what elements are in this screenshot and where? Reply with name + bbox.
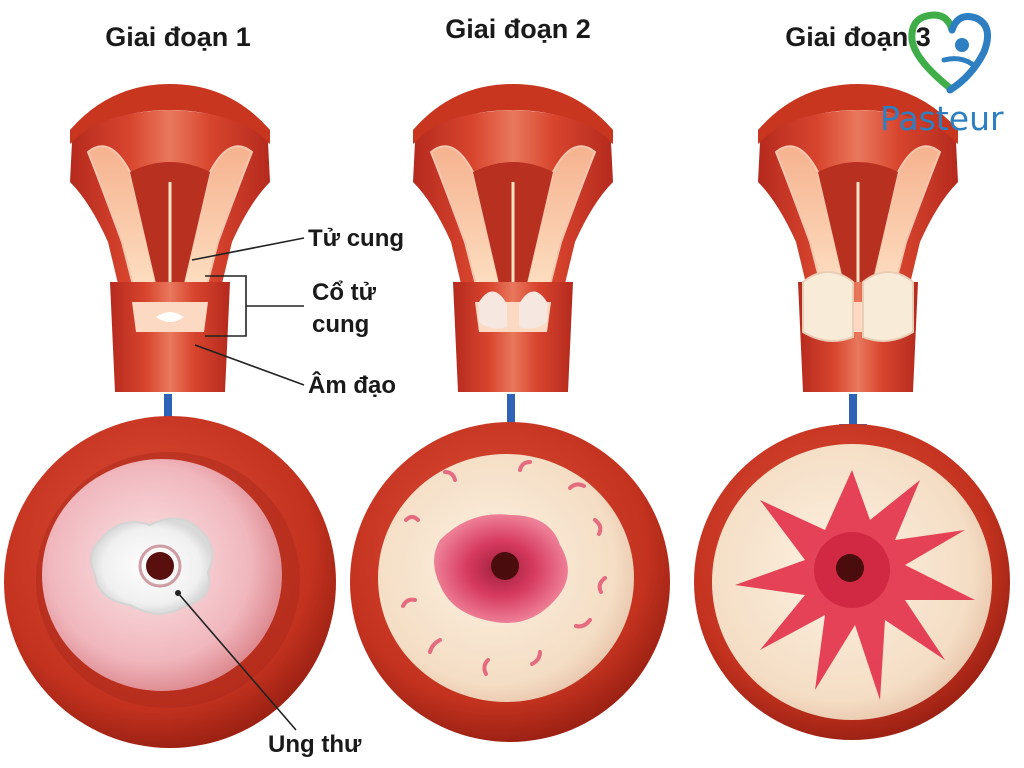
stage-1-title: Giai đoạn 1: [105, 22, 251, 52]
heart-logo-icon: [908, 11, 956, 92]
stage-2-cross-section: [350, 422, 670, 742]
stage-2-os: [491, 552, 519, 580]
stage-1-cross-section: [4, 416, 336, 748]
uterus-label: Tử cung: [308, 225, 404, 252]
stage-2-uterus: [411, 82, 615, 394]
cancer-callout: Ung thư: [175, 590, 362, 758]
stage-3-cross-section: [694, 424, 1010, 740]
stage-1-os: [146, 552, 174, 580]
stage-3-title: Giai đoạn 3: [785, 22, 931, 52]
cervix-label-line2: cung: [312, 311, 369, 338]
vagina-callout: Âm đạo: [194, 344, 396, 399]
stage-1-uterus: [68, 82, 272, 394]
cancer-label: Ung thư: [268, 731, 362, 758]
cervix-label-line1: Cổ tử: [312, 279, 377, 306]
pasteur-logo: Pasteur: [880, 11, 1004, 138]
cervix-callout: Cổ tử cung: [205, 275, 377, 338]
uterus-callout: Tử cung: [191, 225, 404, 261]
vagina-label: Âm đạo: [308, 371, 396, 399]
stage-2-title: Giai đoạn 2: [445, 14, 591, 44]
stage-3-os: [836, 554, 864, 582]
stage-3-uterus: [756, 82, 960, 394]
logo-text: Pasteur: [880, 99, 1004, 138]
